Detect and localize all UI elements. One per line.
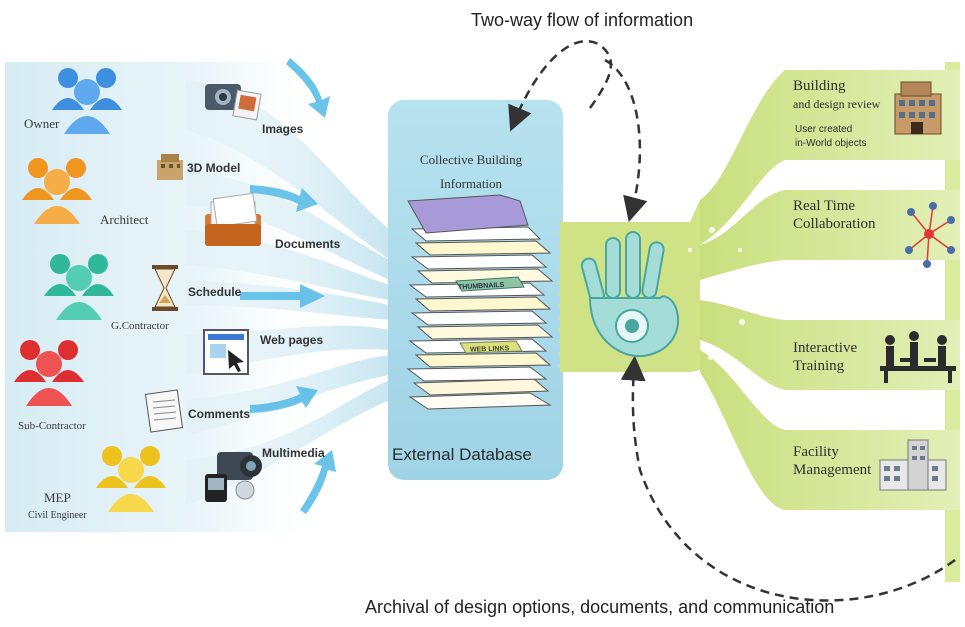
- stakeholder-civil-engineer: Civil Engineer: [28, 510, 87, 521]
- tab-weblinks-label: WEB LINKS: [469, 345, 510, 354]
- stakeholder-mep: MEP: [44, 490, 71, 505]
- database-title-line1: Collective Building: [419, 152, 523, 167]
- database-title: Collective Building Information: [408, 148, 534, 196]
- media-multimedia-label: Multimedia: [262, 446, 325, 460]
- stakeholder-architect: Architect: [100, 212, 149, 227]
- output-collab-line2: Collaboration: [793, 216, 876, 232]
- output-facility-line1: Facility: [793, 444, 839, 460]
- output-building-line2: and design review: [793, 97, 881, 111]
- output-training-line1: Interactive: [793, 340, 858, 356]
- output-collab-line1: Real Time: [793, 198, 856, 214]
- media-comments-label: Comments: [188, 407, 251, 421]
- database-label: External Database: [392, 445, 532, 464]
- stakeholder-subcontractor: Sub-Contractor: [18, 420, 86, 432]
- top-caption: Two-way flow of information: [471, 10, 694, 30]
- bottom-caption: Archival of design options, documents, a…: [365, 597, 835, 617]
- output-training-line2: Training: [793, 358, 845, 374]
- output-building-sub2: in-World objects: [795, 138, 867, 149]
- media-web-pages-label: Web pages: [260, 333, 324, 347]
- media-images-label: Images: [262, 122, 304, 136]
- output-building-line1: Building: [793, 78, 846, 94]
- stakeholder-gcontractor: G.Contractor: [111, 320, 169, 332]
- output-building-sub1: User created: [795, 124, 853, 135]
- database-title-line2: Information: [439, 176, 503, 191]
- media-schedule-label: Schedule: [188, 285, 242, 299]
- output-facility-line2: Management: [793, 462, 872, 478]
- stakeholder-owner: Owner: [24, 116, 60, 131]
- media-documents-label: Documents: [275, 237, 341, 251]
- media-3d-model-label: 3D Model: [187, 161, 241, 175]
